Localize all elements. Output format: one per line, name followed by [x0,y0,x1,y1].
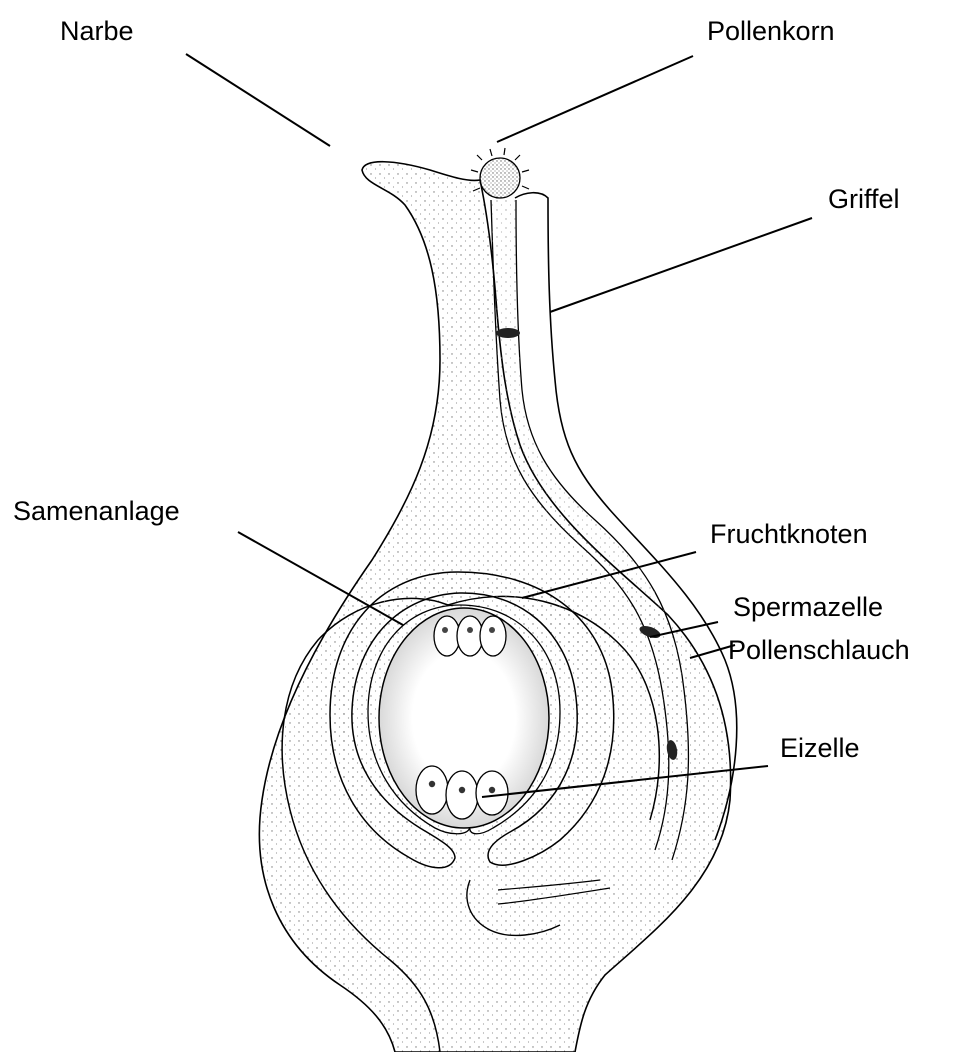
label-griffel: Griffel [828,186,900,213]
leader-pollenkorn [497,56,693,142]
label-fruchtknoten: Fruchtknoten [710,521,868,548]
label-narbe: Narbe [60,18,134,45]
label-pollenschlauch: Pollenschlauch [728,637,910,664]
label-pollenkorn: Pollenkorn [707,18,835,45]
egg-apparatus [416,766,508,819]
label-samenanlage: Samenanlage [13,498,180,525]
antipodal-cells [434,616,506,656]
leader-narbe [186,54,330,146]
leader-griffel [550,218,812,312]
label-eizelle: Eizelle [780,735,860,762]
label-spermazelle: Spermazelle [733,594,883,621]
